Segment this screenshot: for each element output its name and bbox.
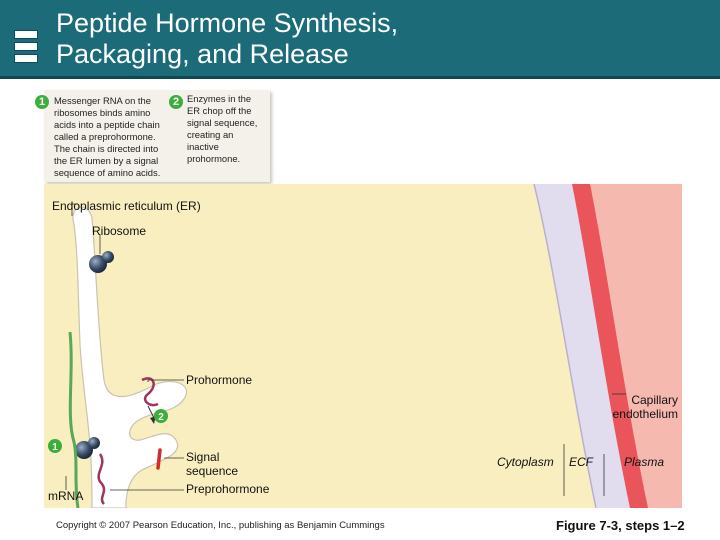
step-1-line: Messenger RNA on the <box>54 95 151 106</box>
step-1-text: Messenger RNA on the ribosomes binds ami… <box>54 95 160 179</box>
signal-label-line-2: sequence <box>186 464 239 478</box>
ecf-label: ECF <box>569 455 593 469</box>
step-2-marker-label: 2 <box>158 412 164 423</box>
step-2-badge: 2 <box>169 95 183 109</box>
step-arrow <box>147 405 155 419</box>
plasma-label: Plasma <box>624 455 665 469</box>
step-1-line: ribosomes binds amino <box>54 107 151 118</box>
step-1-marker-label: 1 <box>52 442 58 453</box>
step-1-line: acids into a peptide chain <box>54 119 160 130</box>
mrna-label: mRNA <box>48 489 84 503</box>
cytoplasm-label: Cytoplasm <box>497 455 554 469</box>
step-1-marker <box>48 439 62 453</box>
step-1-line: called a preprohormone. <box>54 131 156 142</box>
prohormone-chain <box>141 377 159 407</box>
title-bar <box>0 0 720 76</box>
slide-title-line-2: Packaging, and Release <box>56 39 349 69</box>
plasma-region <box>590 184 682 508</box>
step-2-line: signal sequence, <box>187 117 258 128</box>
signal-sequence-label: Signal sequence <box>186 450 238 478</box>
slide-title: Peptide Hormone Synthesis, Packaging, an… <box>56 8 398 70</box>
prohormone-label: Prohormone <box>186 373 253 387</box>
capillary-label-line-2: endothelium <box>612 407 678 421</box>
step-2-line: creating an <box>187 129 234 140</box>
ribosome-label: Ribosome <box>92 224 147 238</box>
step-1-badge: 1 <box>35 95 49 109</box>
preprohormone-chain <box>97 453 106 505</box>
endoplasmic-reticulum <box>72 206 187 508</box>
step-1-line: sequence of amino acids. <box>54 167 161 178</box>
copyright-notice: Copyright © 2007 Pearson Education, Inc.… <box>56 520 385 531</box>
cell-membrane <box>533 184 597 508</box>
logo-bar-3 <box>14 54 38 63</box>
preprohormone-label: Preprohormone <box>186 482 270 496</box>
signal-sequence-fragment <box>156 448 162 470</box>
step-2-line: Enzymes in the <box>187 93 252 104</box>
er-diagram: 2 1 <box>44 184 682 508</box>
step-2-line: inactive <box>187 141 219 152</box>
step-2-line: prohormone. <box>187 153 241 164</box>
slide-title-line-1: Peptide Hormone Synthesis, <box>56 8 399 38</box>
mrna-strand <box>68 331 80 508</box>
ribosome-top <box>89 251 114 273</box>
step-2-marker <box>154 409 168 423</box>
er-label: Endoplasmic reticulum (ER) <box>52 199 201 213</box>
step-1-line: The chain is directed into <box>54 143 159 154</box>
figure-reference: Figure 7-3, steps 1–2 <box>556 518 685 533</box>
step-2-text: Enzymes in the ER chop off the signal se… <box>187 93 257 165</box>
title-bar-rule <box>0 76 720 79</box>
capillary-label-line-1: Capillary <box>631 393 678 407</box>
step-2-line: ER chop off the <box>187 105 252 116</box>
logo-bar-1 <box>14 30 38 39</box>
logo-bar-2 <box>14 42 38 51</box>
ribosome-bottom <box>75 437 100 459</box>
step-description-box <box>44 90 270 182</box>
capillary-endothelium-label: Capillary endothelium <box>560 393 678 421</box>
signal-label-line-1: Signal <box>186 450 220 464</box>
step-1-line: the ER lumen by a signal <box>54 155 159 166</box>
